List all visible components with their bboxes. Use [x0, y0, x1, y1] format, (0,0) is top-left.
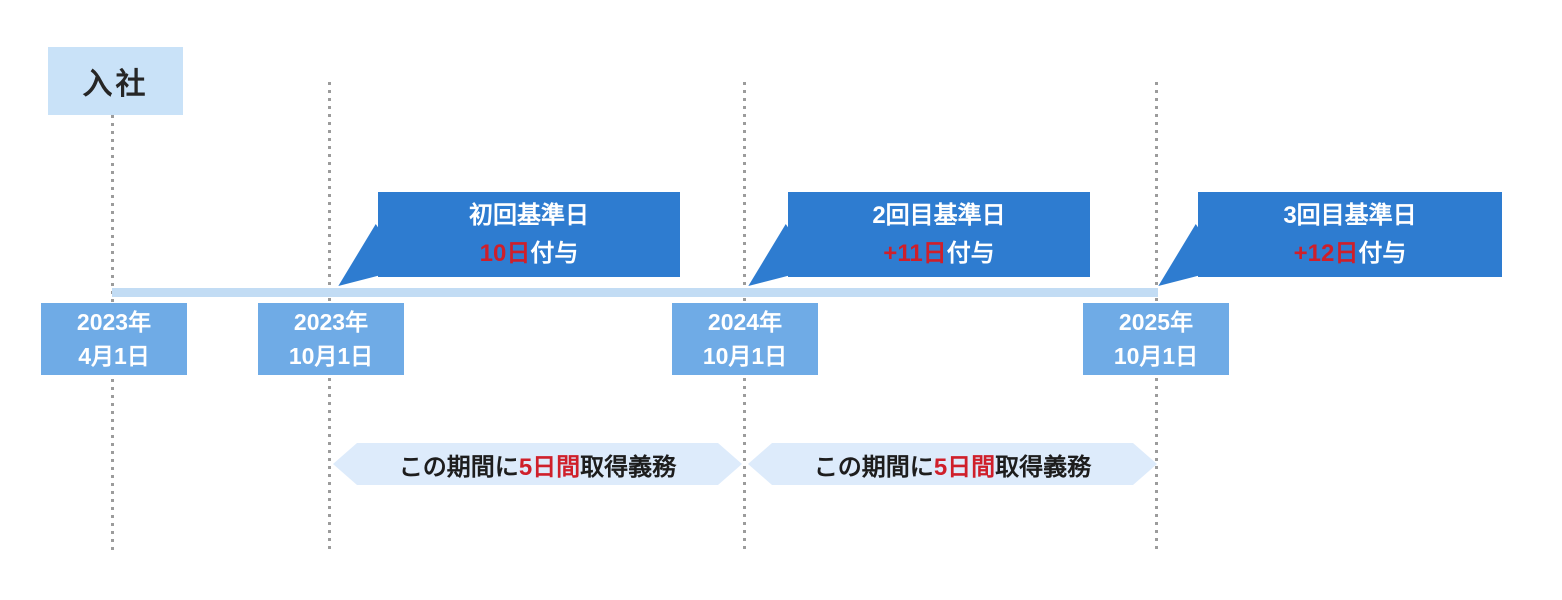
- bubble-grant-line: +11日付与: [883, 235, 994, 272]
- bubble-title: 3回目基準日: [1283, 202, 1417, 230]
- ribbon-prefix: この期間に: [813, 453, 934, 481]
- grant-suffix: 付与: [946, 239, 995, 267]
- grant-suffix: 付与: [530, 239, 579, 267]
- ribbon-days-highlight: 5日間: [518, 453, 581, 481]
- date-line1: 2023年: [76, 308, 152, 335]
- ribbon-days-highlight: 5日間: [933, 453, 996, 481]
- grant-days-highlight: +12日: [1293, 239, 1359, 267]
- date-line1: 2023年: [293, 308, 369, 335]
- grant-bubble-third: 3回目基準日 +12日付与: [1198, 192, 1502, 277]
- ribbon-prefix: この期間に: [398, 453, 519, 481]
- grant-suffix: 付与: [1358, 239, 1407, 267]
- joining-label-box: 入社: [48, 47, 183, 115]
- date-box-2023-10-01: 2023年 10月1日: [258, 303, 404, 375]
- date-box-2025-10-01: 2025年 10月1日: [1083, 303, 1229, 375]
- ribbon-suffix: 取得義務: [580, 453, 677, 481]
- bubble-title: 2回目基準日: [872, 202, 1006, 230]
- bubble-grant-line: 10日付与: [480, 235, 579, 272]
- bubble-grant-line: +12日付与: [1294, 235, 1407, 272]
- date-line1: 2025年: [1118, 308, 1194, 335]
- grant-days-highlight: 10日: [479, 239, 531, 267]
- grant-bubble-first: 初回基準日 10日付与: [378, 192, 680, 277]
- grant-bubble-second: 2回目基準日 +11日付与: [788, 192, 1090, 277]
- grant-days-highlight: +11日: [883, 239, 947, 267]
- ribbon-suffix: 取得義務: [995, 453, 1092, 481]
- bubble-title: 初回基準日: [469, 202, 589, 230]
- date-line2: 10月1日: [288, 343, 374, 369]
- timeline-bar: [112, 288, 1158, 297]
- date-line1: 2024年: [707, 308, 783, 335]
- date-box-2023-04-01: 2023年 4月1日: [41, 303, 187, 375]
- date-line2: 10月1日: [702, 343, 788, 369]
- date-box-2024-10-01: 2024年 10月1日: [672, 303, 818, 375]
- joining-label: 入社: [82, 68, 149, 101]
- date-line2: 4月1日: [78, 343, 150, 369]
- date-line2: 10月1日: [1113, 343, 1199, 369]
